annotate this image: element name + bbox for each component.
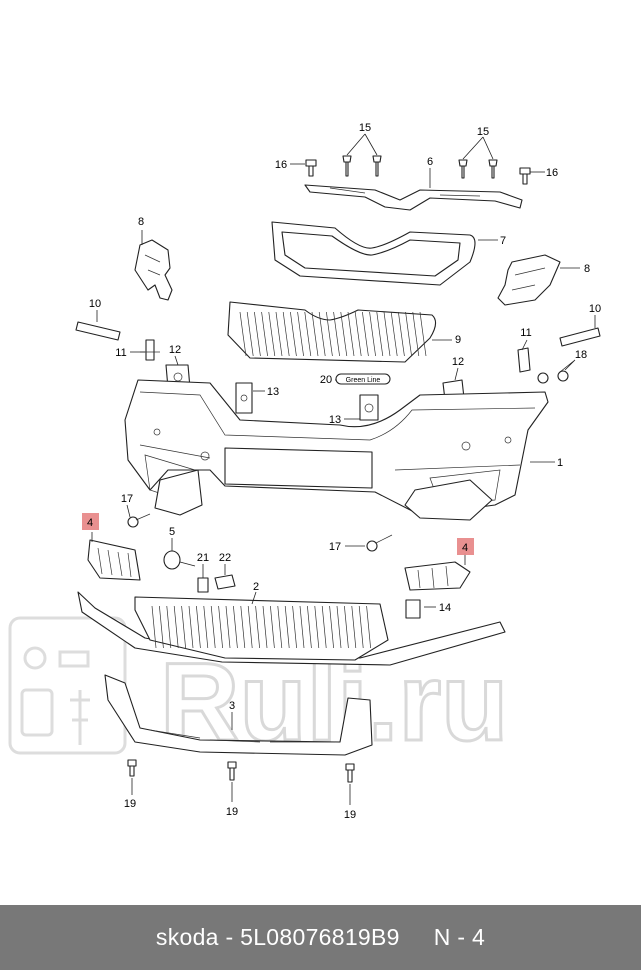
- callout-19-b: 19: [226, 806, 238, 818]
- footer-separator: -: [218, 924, 241, 950]
- callout-8-right: 8: [584, 263, 590, 275]
- part-7-grille-frame: [271, 221, 476, 286]
- callout-22: 22: [219, 552, 231, 564]
- callout-15-right: 15: [477, 126, 489, 138]
- part-20-badge: Green Line: [335, 373, 391, 385]
- part-10-strip-right: [559, 327, 601, 347]
- callout-2: 2: [253, 581, 259, 593]
- callout-8-left: 8: [138, 216, 144, 228]
- part-11-clip-right: [517, 347, 531, 373]
- part-22-clip: [214, 574, 236, 590]
- callout-7: 7: [500, 235, 506, 247]
- callout-16-left: 16: [275, 159, 287, 171]
- callout-15-left: 15: [359, 122, 371, 134]
- callout-12-left: 12: [169, 344, 181, 356]
- part-11-clip-left: [140, 339, 160, 361]
- callout-13-lower: 13: [329, 414, 341, 426]
- part-9-grille: [227, 301, 437, 363]
- part-bracket-right: [404, 479, 493, 521]
- callout-3: 3: [229, 700, 235, 712]
- callout-14: 14: [439, 602, 451, 614]
- part-bracket-left: [154, 469, 203, 516]
- part-14-bracket: [405, 599, 421, 619]
- callout-19-c: 19: [344, 809, 356, 821]
- part-19-screw-a: [127, 759, 137, 777]
- part-6-bracket: [304, 184, 523, 211]
- part-1-bumper-cover: [124, 379, 549, 516]
- footer-position: N - 4: [433, 924, 486, 950]
- part-17-screw-right: [366, 534, 393, 552]
- leader-lines: [91, 133, 596, 805]
- part-21-clip: [197, 577, 209, 593]
- callout-20: 20: [320, 374, 332, 386]
- part-4-trim-right: [404, 561, 471, 591]
- callout-10-left: 10: [89, 298, 101, 310]
- badge-text: Green Line: [346, 377, 381, 384]
- callout-17-left: 17: [121, 493, 133, 505]
- callout-10-right: 10: [589, 303, 601, 315]
- part-4-trim-left: [87, 539, 141, 581]
- callout-12-right: 12: [452, 356, 464, 368]
- callout-6: 6: [427, 156, 433, 168]
- callout-16-right: 16: [546, 167, 558, 179]
- part-5-plug: [163, 550, 181, 570]
- callout-11-right: 11: [520, 327, 531, 339]
- callout-13-upper: 13: [267, 386, 279, 398]
- part-17-screw-left: [127, 513, 151, 528]
- callout-19-a: 19: [124, 798, 136, 810]
- part-8-bracket-left: [134, 239, 173, 301]
- callout-11-left: 11: [115, 347, 126, 359]
- part-13-cap-lower: [359, 394, 379, 421]
- callout-4-right: 4: [462, 542, 468, 554]
- part-8-bracket-right: [497, 254, 561, 306]
- part-18-screws: [537, 370, 569, 384]
- part-10-strip-left: [75, 321, 121, 341]
- part-13-cap-upper: [235, 382, 253, 414]
- part-19-screw-b: [227, 761, 237, 781]
- footer-part-number: 5L08076819B9: [240, 924, 400, 950]
- part-3-spoiler: [104, 674, 373, 756]
- screw-group-15-right: [458, 159, 531, 185]
- footer-bar: skoda - 5L08076819B9 N - 4: [0, 905, 641, 970]
- diagram-canvas: Ruli.ru: [8, 122, 601, 821]
- callout-4-left: 4: [87, 517, 93, 529]
- part-2-lower-grille: [77, 591, 506, 666]
- highlight-box-left: [82, 513, 99, 530]
- callout-18: 18: [575, 349, 587, 361]
- callout-1: 1: [557, 457, 563, 469]
- exploded-parts-diagram: Ruli.ru: [8, 122, 601, 821]
- part-19-screw-c: [345, 763, 355, 783]
- callout-9: 9: [455, 334, 461, 346]
- highlight-box-right: [457, 538, 474, 555]
- callout-21: 21: [197, 552, 209, 564]
- screw-group-15-left: [305, 155, 382, 177]
- footer-brand: skoda: [155, 924, 219, 950]
- callout-5: 5: [169, 526, 175, 538]
- callout-17-right: 17: [329, 541, 341, 553]
